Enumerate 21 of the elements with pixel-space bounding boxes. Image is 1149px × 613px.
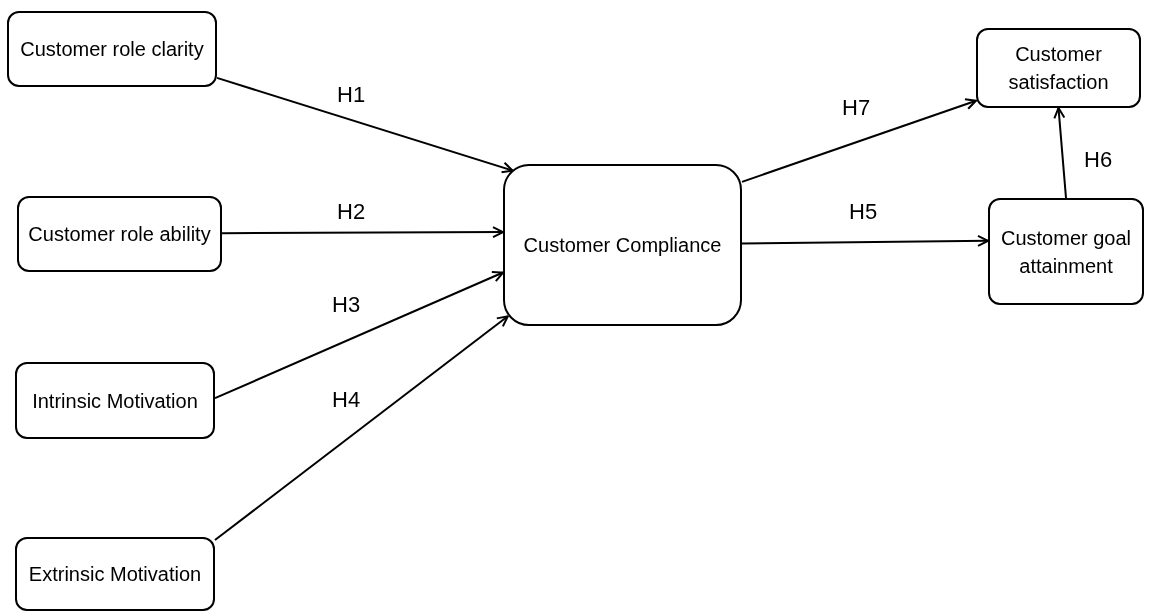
arrow [741,234,989,247]
node-label: Intrinsic Motivation [32,388,198,414]
node-label: Customer role ability [28,222,211,247]
concept-box [15,362,215,439]
concept-box [17,196,222,272]
concept-box [976,28,1141,108]
node-label: Customer goal attainment [999,225,1133,279]
node-label: Extrinsic Motivation [28,562,202,587]
arrow [221,226,504,239]
node-label: Customer satisfaction [1007,42,1110,95]
node-label: Customer Compliance [523,233,722,258]
concept-box [7,11,217,87]
arrow [214,315,509,541]
arrow [214,270,504,400]
concept-box [988,198,1144,305]
arrow [741,98,977,183]
concept-box [15,537,215,611]
node-label: Customer role clarity [20,37,204,62]
arrow [1053,107,1067,199]
arrow [216,76,514,174]
concept-box [503,164,742,326]
